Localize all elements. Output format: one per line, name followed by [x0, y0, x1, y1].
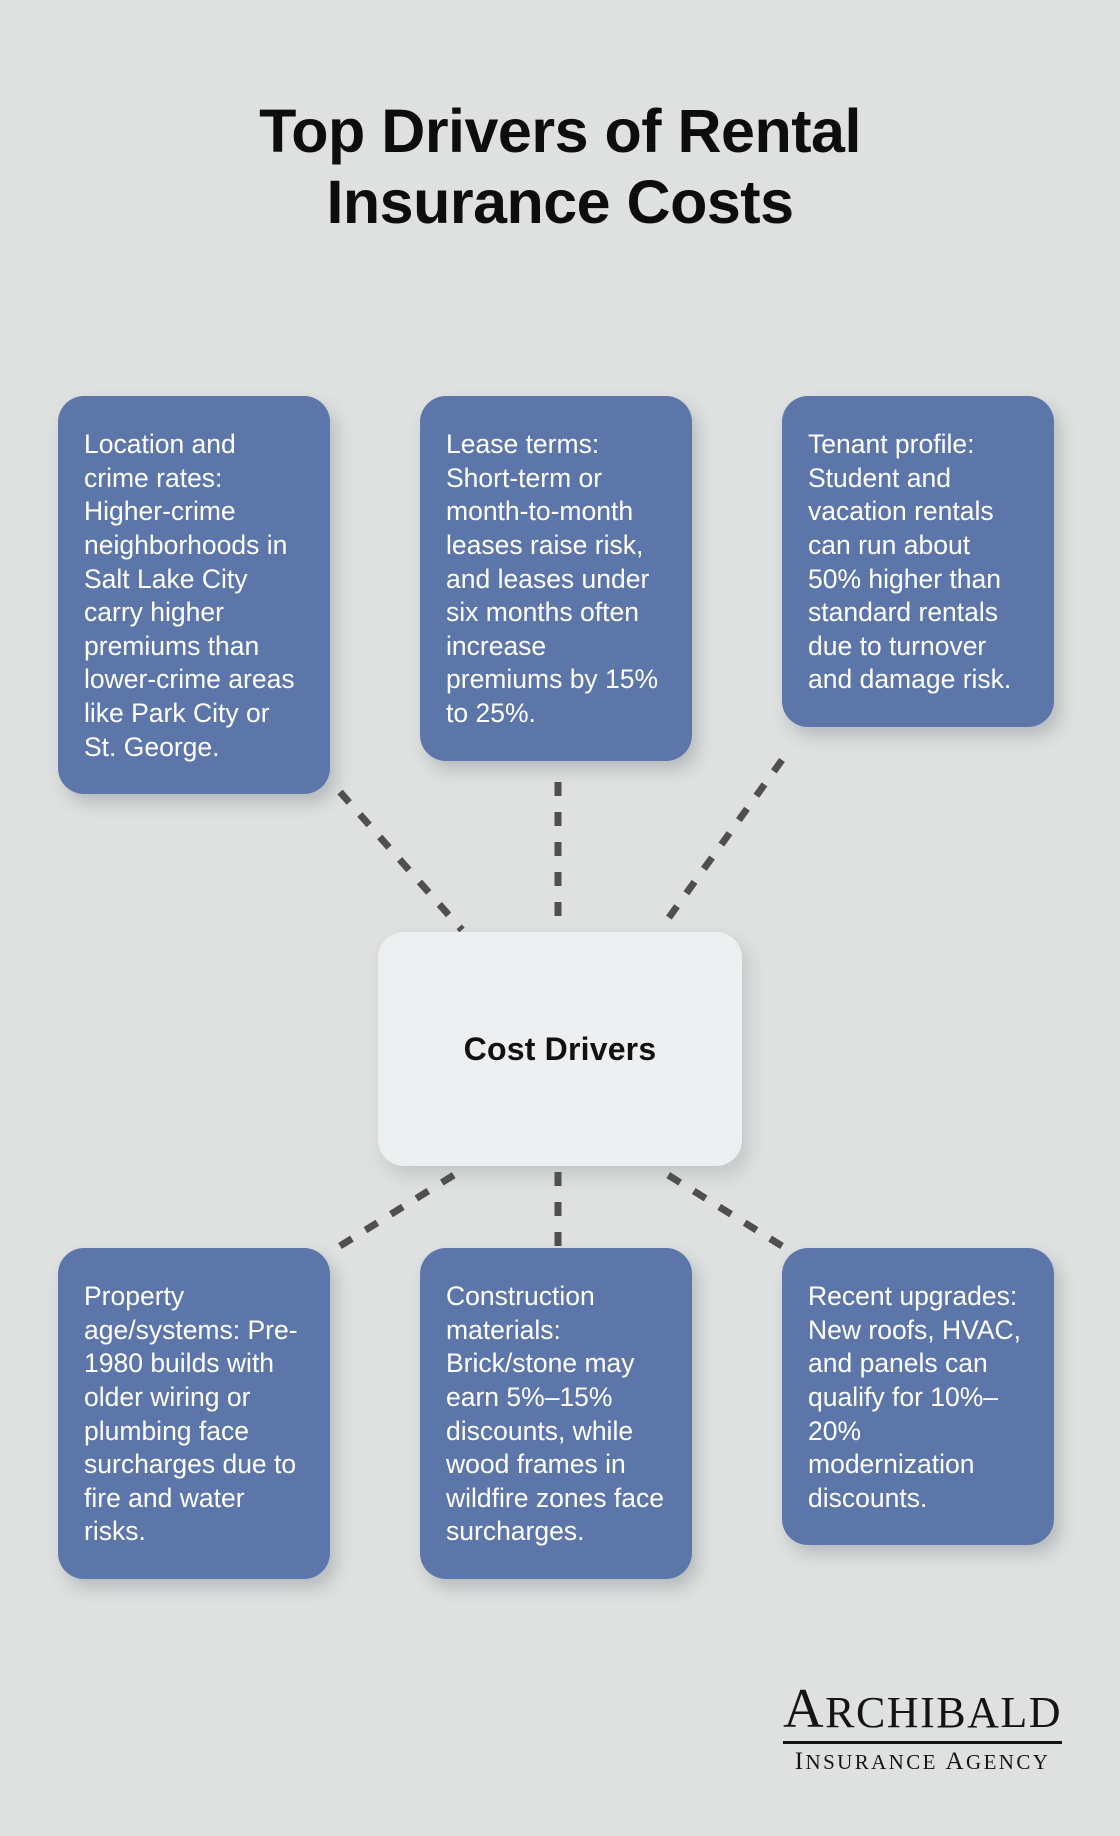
- brand-logo-name-initial: A: [783, 1678, 826, 1740]
- brand-logo-tagline-word1: NSURANCE: [805, 1750, 946, 1774]
- driver-card-lease-terms[interactable]: Lease terms: Short-term or month-to-mont…: [420, 396, 692, 761]
- brand-logo-tagline: INSURANCE AGENCY: [783, 1749, 1062, 1774]
- brand-logo-tagline-word2: GENCY: [966, 1750, 1051, 1774]
- brand-logo-name-rest: RCHIBALD: [825, 1688, 1062, 1737]
- driver-card-construction-materials[interactable]: Construction materials: Brick/stone may …: [420, 1248, 692, 1580]
- driver-card-text: Lease terms: Short-term or month-to-mont…: [446, 429, 659, 729]
- brand-logo-divider: [783, 1741, 1062, 1744]
- driver-card-text: Construction materials: Brick/stone may …: [446, 1281, 664, 1547]
- driver-card-text: Recent upgrades: New roofs, HVAC, and pa…: [808, 1281, 1022, 1513]
- page-title: Top Drivers of Rental Insurance Costs: [259, 97, 861, 237]
- brand-logo-tagline-initial: I: [794, 1748, 806, 1775]
- connector-card4-center: [338, 1167, 464, 1249]
- brand-logo-tagline-initial-2: A: [945, 1748, 967, 1775]
- center-node-cost-drivers[interactable]: Cost Drivers: [378, 932, 742, 1166]
- driver-card-location-and-crime-rates[interactable]: Location and crime rates: Higher-crime n…: [58, 396, 330, 795]
- connector-card6-center: [658, 1167, 784, 1249]
- connector-card1-center: [337, 789, 465, 933]
- brand-logo: ARCHIBALD INSURANCE AGENCY: [783, 1681, 1062, 1774]
- connector-card3-center: [657, 757, 785, 933]
- driver-card-recent-upgrades[interactable]: Recent upgrades: New roofs, HVAC, and pa…: [782, 1248, 1054, 1546]
- driver-card-property-age-systems[interactable]: Property age/systems: Pre-1980 builds wi…: [58, 1248, 330, 1580]
- driver-card-text: Location and crime rates: Higher-crime n…: [84, 429, 295, 762]
- center-node-label: Cost Drivers: [463, 1030, 657, 1067]
- brand-logo-name: ARCHIBALD: [783, 1681, 1062, 1737]
- driver-card-tenant-profile[interactable]: Tenant profile: Student and vacation ren…: [782, 396, 1054, 728]
- driver-card-text: Property age/systems: Pre-1980 builds wi…: [84, 1281, 298, 1547]
- driver-card-text: Tenant profile: Student and vacation ren…: [808, 429, 1012, 695]
